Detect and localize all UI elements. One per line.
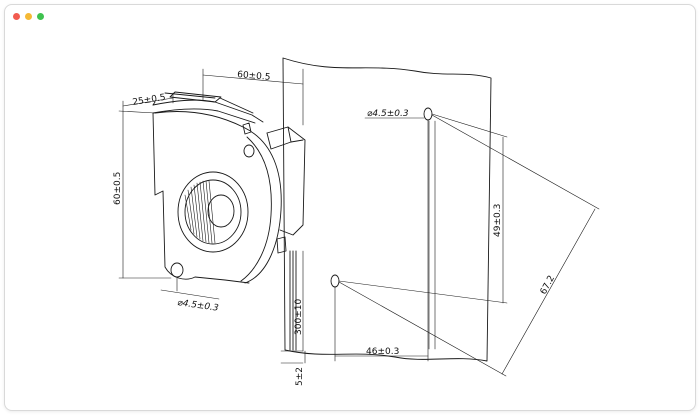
dim-vertical-spacing: 49±0.3: [493, 204, 503, 237]
dim-diagonal: 67.2: [539, 274, 557, 296]
close-button[interactable]: [13, 13, 20, 20]
dim-hole-fan: ⌀4.5±0.3: [177, 298, 220, 314]
dimension-lines: [118, 68, 600, 377]
dim-depth: 25±0.5: [132, 93, 166, 108]
technical-drawing: 25±0.5 60±0.5 60±0.5 ⌀4.5±0.3 ⌀4.5±0.3 3…: [113, 57, 600, 386]
dim-hole-panel: ⌀4.5±0.3: [367, 109, 409, 119]
panel-hole-top: [423, 107, 433, 121]
window: 25±0.5 60±0.5 60±0.5 ⌀4.5±0.3 ⌀4.5±0.3 3…: [4, 4, 696, 411]
dim-height-left: 60±0.5: [113, 172, 123, 205]
panel-hole-bottom: [330, 274, 340, 288]
dim-strip-length: 5±2: [295, 367, 305, 386]
minimize-button[interactable]: [25, 13, 32, 20]
blower-fan: [152, 91, 306, 284]
dim-width-top: 60±0.5: [237, 70, 271, 83]
dim-cable-length: 300±10: [294, 299, 304, 335]
zoom-button[interactable]: [37, 13, 44, 20]
dim-horizontal-spacing: 46±0.3: [366, 347, 399, 357]
title-bar: [5, 5, 695, 27]
lead-wires: [280, 250, 304, 364]
mounting-panel: [282, 57, 492, 362]
